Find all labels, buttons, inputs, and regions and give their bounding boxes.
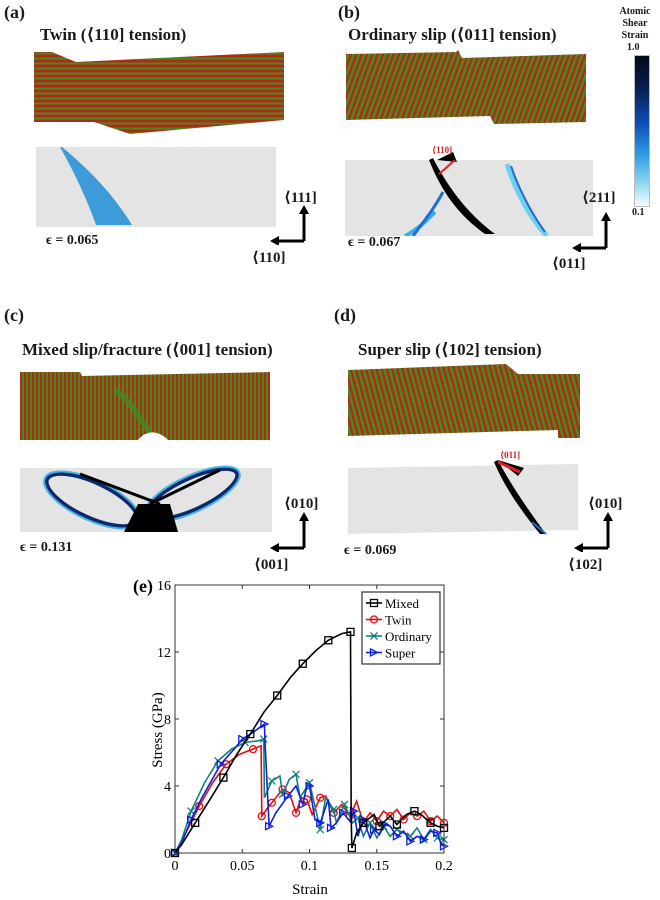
y-tick-label: 16 — [157, 579, 171, 594]
ordinary-slip-shear-strain-map — [345, 152, 593, 236]
legend-label: Ordinary — [385, 629, 432, 644]
legend-item-ordinary: Ordinary — [366, 629, 432, 644]
legend-item-twin: Twin — [366, 613, 412, 628]
x-tick-label: 0 — [172, 859, 179, 874]
panel-b-title: Ordinary slip (⟨011] tension) — [348, 25, 557, 44]
x-tick-label: 0.05 — [230, 859, 255, 874]
twin-shear-strain-map — [36, 147, 276, 227]
mixed-slip-atomic-structure — [20, 372, 270, 440]
colorbar-title-line-2: Shear — [622, 18, 648, 29]
ordinary-slip-atomic-structure — [346, 50, 586, 124]
panel-c-axis-up: ⟨010] — [284, 496, 319, 512]
colorbar-min-label: 0.1 — [632, 207, 645, 218]
y-axis-label: Stress (GPa) — [150, 692, 166, 767]
panel-c-axis-left: ⟨001] — [254, 557, 289, 573]
panel-d-axis-arrows-icon — [574, 512, 613, 552]
panel-c-title: Mixed slip/fracture (⟨001] tension) — [22, 340, 273, 359]
panel-b-axis-left: ⟨011] — [552, 256, 586, 272]
super-slip-atomic-structure — [348, 364, 580, 438]
colorbar-max-label: 1.0 — [627, 42, 640, 53]
panel-e-label: (e) — [133, 576, 153, 597]
panel-a-label: (a) — [4, 2, 25, 22]
y-tick-label: 12 — [157, 646, 171, 661]
series-mixed — [170, 627, 449, 858]
panel-d-label: (d) — [334, 305, 356, 325]
shear-strain-colorbar — [634, 55, 650, 207]
panel-b-axis-up: ⟨211] — [582, 190, 616, 206]
y-tick-label: 0 — [164, 847, 171, 862]
series-super — [170, 719, 449, 858]
mixed-slip-shear-strain-map — [20, 465, 272, 532]
y-tick-label: 8 — [164, 713, 171, 728]
panel-d-axis-left: ⟨102] — [568, 557, 603, 573]
super-slip-shear-strain-map — [348, 460, 578, 535]
panel-d-title: Super slip (⟨102] tension) — [358, 340, 542, 359]
legend-label: Twin — [385, 613, 412, 628]
legend-item-mixed: Mixed — [366, 596, 419, 611]
series-twin — [170, 744, 449, 858]
panel-d-strain: ϵ = 0.069 — [344, 543, 397, 558]
chart-axes: 0 0.05 0.1 0.15 0.2 0 4 8 12 16 — [157, 579, 453, 874]
colorbar-title-line-1: Atomic — [619, 6, 651, 17]
colorbar-title: Atomic Shear Strain — [612, 6, 658, 42]
x-axis-label: Strain — [292, 882, 328, 898]
panel-c-label: (c) — [4, 305, 24, 325]
legend-label: Mixed — [385, 596, 419, 611]
y-tick-label: 4 — [164, 780, 171, 795]
twin-atomic-structure — [34, 52, 284, 134]
panel-d-slip-annotation: ⟨011] — [500, 450, 521, 460]
panel-b-slip-annotation: ⟨110] — [432, 145, 453, 155]
colorbar-title-line-3: Strain — [621, 30, 649, 41]
panel-b-axis-arrows-icon — [572, 212, 611, 252]
panel-a-axis-left: ⟨110] — [252, 250, 286, 266]
panel-b-strain: ϵ = 0.067 — [348, 235, 401, 250]
panel-a-strain: ϵ = 0.065 — [46, 233, 99, 248]
x-tick-label: 0.15 — [365, 859, 390, 874]
panel-a-axis-arrows-icon — [270, 205, 309, 245]
panel-c-strain: ϵ = 0.131 — [20, 540, 73, 555]
panel-c-axis-arrows-icon — [270, 512, 309, 552]
panel-a-title: Twin (⟨110] tension) — [40, 25, 187, 44]
legend-label: Super — [385, 646, 416, 661]
x-tick-label: 0.2 — [435, 859, 453, 874]
legend-item-super: Super — [366, 646, 416, 661]
x-tick-label: 0.1 — [301, 859, 319, 874]
panel-d-axis-up: ⟨010] — [588, 496, 623, 512]
panel-a-axis-up: ⟨111] — [284, 190, 317, 206]
panel-b-label: (b) — [338, 2, 360, 22]
